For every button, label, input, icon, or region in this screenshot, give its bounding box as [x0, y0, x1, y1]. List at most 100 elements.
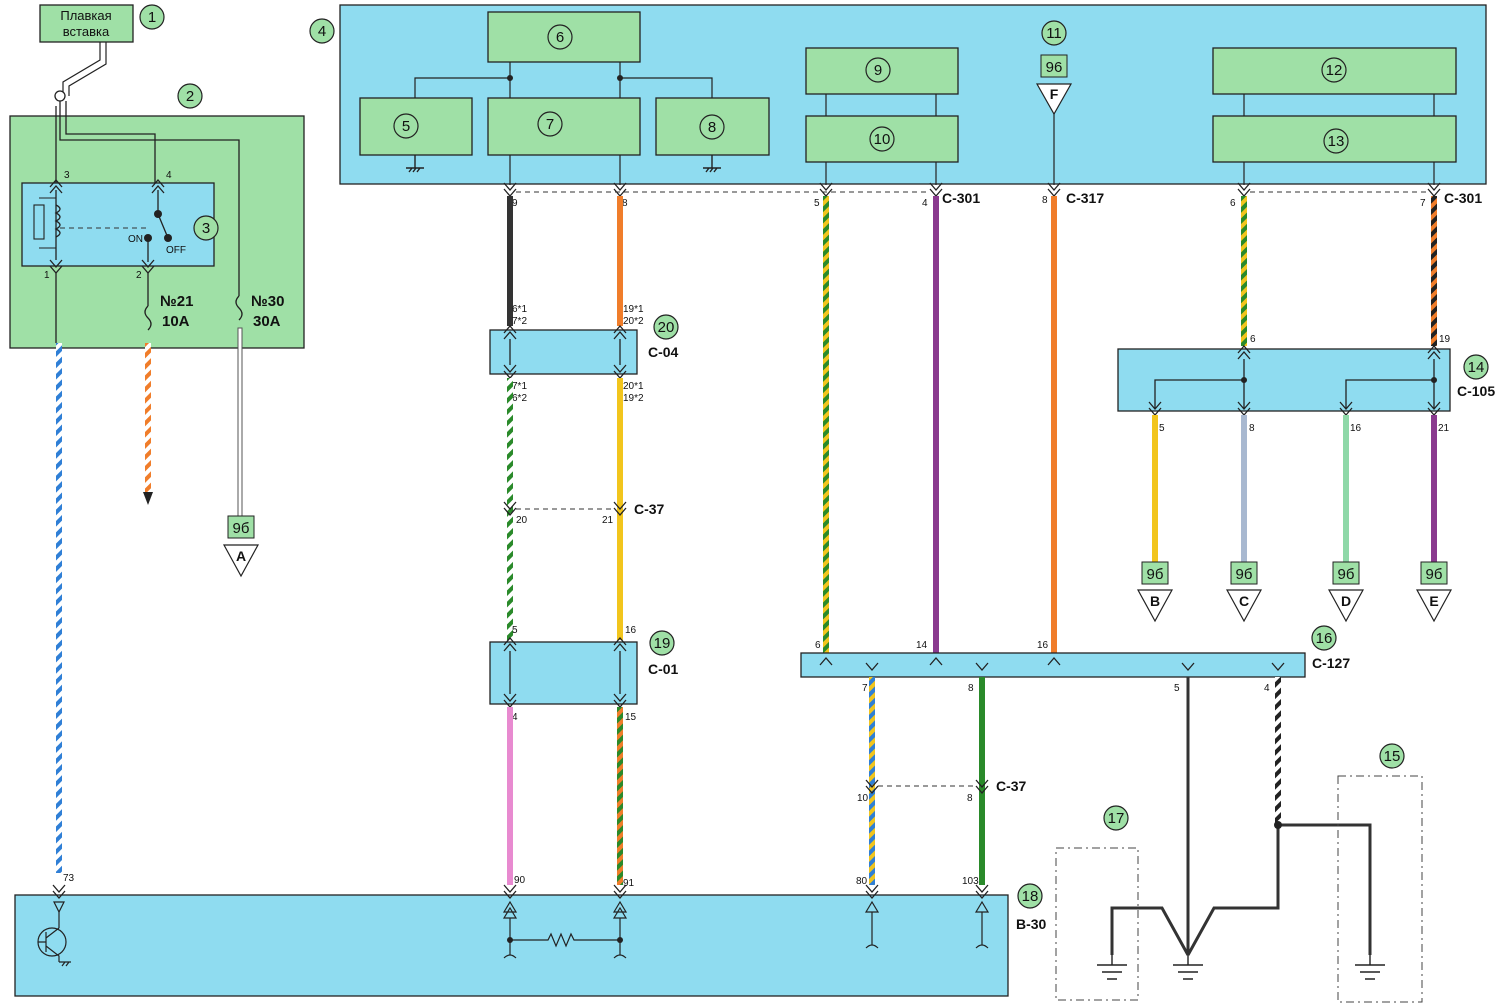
callout-16: 16 [1316, 630, 1333, 647]
c04-pin-bot-a1: 7*1 [512, 381, 527, 392]
c04-pin-top-b1: 19*1 [623, 304, 644, 315]
callout-17: 17 [1108, 810, 1125, 827]
c301-pin-8: 8 [622, 198, 628, 209]
c301-pin-9: 9 [512, 198, 518, 209]
c04-pin-bot-a2: 6*2 [512, 393, 527, 404]
sub-block-10 [805, 115, 959, 163]
page-ref-b: 9б [1147, 566, 1164, 583]
page-ref-d: 9б [1338, 566, 1355, 583]
callout-14: 14 [1468, 359, 1485, 376]
c301-pin-7: 7 [1420, 198, 1426, 209]
callout-10: 10 [874, 131, 891, 148]
connector-c301-right: C-301 [1444, 190, 1482, 206]
callout-5: 5 [402, 118, 410, 135]
b30-pin-73: 73 [63, 873, 75, 884]
wire-pink [507, 707, 513, 885]
callout-12: 12 [1326, 62, 1343, 79]
callout-7: 7 [546, 116, 554, 133]
page-ref-e: 9б [1426, 566, 1443, 583]
c127-pin-8: 8 [968, 683, 974, 694]
fusible-link-block: Плавкая вставка [39, 4, 134, 43]
relay-pin-2: 2 [136, 270, 142, 281]
c105-pin-8: 8 [1249, 423, 1255, 434]
connector-c127-label: C-127 [1312, 655, 1350, 671]
fusible-link-label-line1: Плавкая [60, 8, 111, 23]
callout-4: 4 [318, 23, 326, 40]
wire-grey [237, 327, 243, 517]
page-refs-bcde: 9б B 9б C 9б D 9б E [1136, 561, 1453, 623]
c04-pin-top-b2: 20*2 [623, 316, 644, 327]
wire-orange-c317 [1051, 196, 1057, 656]
connector-c01-label: C-01 [648, 661, 679, 677]
c01-pin-5: 5 [512, 625, 518, 636]
callout-3: 3 [202, 220, 210, 237]
c04-pin-top-a2: 7*2 [512, 316, 527, 327]
c127-pin-6: 6 [815, 640, 821, 651]
wire-orange-white [145, 343, 151, 493]
c37-pin-8: 8 [967, 793, 973, 804]
c127-pin-4: 4 [1264, 683, 1270, 694]
wire-purple-e [1431, 415, 1437, 563]
connector-c301-left: C-301 [942, 190, 980, 206]
switch-on-label: ON [128, 234, 143, 245]
b30-pin-90: 90 [514, 875, 526, 886]
callout-13: 13 [1328, 133, 1345, 150]
page-ref-f: 96 [1046, 59, 1063, 76]
ground-symbols [1097, 955, 1385, 980]
connector-c04-label: C-04 [648, 344, 679, 360]
connector-c37-upper: C-37 [634, 501, 665, 517]
c01-pin-16: 16 [625, 625, 637, 636]
c01-pin-4: 4 [512, 712, 518, 723]
wire-blue-yellow [869, 677, 875, 885]
sub-block-7 [487, 97, 641, 156]
off-page-b: B [1150, 593, 1160, 609]
ground-zone-15 [1337, 775, 1423, 1003]
wire-blue-white [56, 343, 62, 873]
b30-pin-80: 80 [856, 876, 868, 887]
c105-pin-6: 6 [1250, 334, 1256, 345]
wire-orange-8 [617, 196, 623, 326]
wire-yellow-b [1152, 415, 1158, 563]
callout-11: 11 [1046, 25, 1062, 42]
relay-pin-1: 1 [44, 270, 50, 281]
relay [21, 182, 215, 267]
c37-pin-21: 21 [602, 515, 614, 526]
ground-zone-17 [1055, 847, 1139, 1001]
callout-8: 8 [708, 119, 716, 136]
page-ref-a: 9б [233, 520, 250, 537]
wire-green-8 [979, 677, 985, 885]
callout-18: 18 [1022, 888, 1039, 905]
callout-2: 2 [186, 88, 194, 105]
fuse-21-rating: 10A [162, 313, 190, 330]
off-page-c: C [1239, 593, 1249, 609]
callout-19: 19 [654, 635, 671, 652]
wire-black-white [1275, 677, 1281, 825]
connector-c317: C-317 [1066, 190, 1104, 206]
fuse-21-number: №21 [160, 293, 193, 310]
relay-pin-3: 3 [64, 170, 70, 181]
fusible-link-label-line2: вставка [63, 24, 110, 39]
c105-pin-5: 5 [1159, 423, 1165, 434]
c105-pin-19: 19 [1439, 334, 1451, 345]
wire-black-orange-7 [1431, 196, 1437, 346]
off-page-d: D [1341, 593, 1351, 609]
off-page-f: F [1050, 86, 1059, 102]
wire-lightgreen-d [1343, 415, 1349, 563]
switch-off-label: OFF [166, 245, 186, 256]
connector-c01 [489, 641, 638, 705]
c301-pin-4: 4 [922, 198, 928, 209]
callout-20: 20 [658, 319, 675, 336]
c37-pin-20: 20 [516, 515, 528, 526]
wire-black-9 [507, 196, 513, 326]
connector-c37-lower: C-37 [996, 778, 1027, 794]
wire-green-yellow-6 [1241, 196, 1247, 346]
wire-purple-4 [933, 196, 939, 656]
b30-pin-103: 103 [962, 876, 979, 887]
connector-c127 [800, 652, 1306, 678]
b30-pin-91: 91 [623, 878, 635, 889]
off-page-a: A [236, 548, 246, 564]
callouts: 1 2 3 4 5 6 7 8 9 10 11 12 13 14 15 16 1… [139, 4, 1489, 909]
callout-6: 6 [556, 29, 564, 46]
c105-pin-21: 21 [1438, 423, 1450, 434]
